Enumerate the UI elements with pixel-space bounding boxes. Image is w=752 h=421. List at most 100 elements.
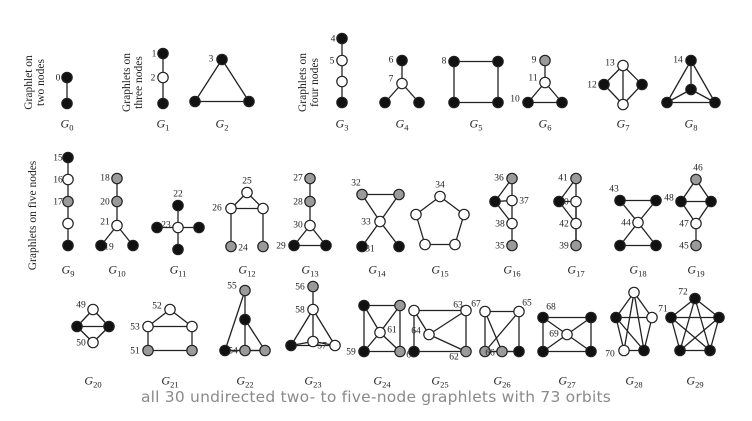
graph-node xyxy=(257,202,269,215)
graph-node xyxy=(704,344,716,357)
graph-node xyxy=(358,345,370,358)
graphlet-label: G0 xyxy=(61,117,74,133)
graph-node xyxy=(320,239,332,252)
graph-node xyxy=(685,54,697,67)
orbit-label: 62 xyxy=(449,353,459,363)
graphlet-label: G21 xyxy=(161,374,178,390)
graph-node xyxy=(336,96,348,109)
graph-node xyxy=(448,55,460,68)
orbit-label: 57 xyxy=(317,342,327,352)
graph-node xyxy=(458,208,470,221)
graphlet-label: G3 xyxy=(336,117,349,133)
graph-node xyxy=(408,304,420,317)
graph-node xyxy=(111,219,123,232)
graph-node xyxy=(617,59,629,72)
graph-node xyxy=(127,239,139,252)
graph-node xyxy=(419,238,431,251)
graph-edge xyxy=(194,59,223,102)
graph-node xyxy=(307,303,319,316)
graph-node xyxy=(151,221,163,234)
graph-node xyxy=(460,304,472,317)
graph-node xyxy=(585,311,597,324)
graph-edge xyxy=(221,59,250,102)
graph-node xyxy=(434,190,446,203)
graphlet-label: G18 xyxy=(629,263,646,279)
orbit-label: 8 xyxy=(442,57,447,67)
graph-node xyxy=(356,188,368,201)
graphlet-label: G7 xyxy=(617,117,630,133)
graph-node xyxy=(157,47,169,60)
graph-node xyxy=(449,238,461,251)
orbit-label: 10 xyxy=(510,95,520,105)
graph-node xyxy=(336,32,348,45)
graph-edge xyxy=(224,290,246,351)
graph-node xyxy=(638,344,650,357)
graph-node xyxy=(674,344,686,357)
graphlet-label: G10 xyxy=(108,263,125,279)
orbit-label: 52 xyxy=(152,302,162,312)
graph-node xyxy=(157,71,169,84)
graphlet-label: G26 xyxy=(493,374,510,390)
graph-node xyxy=(62,217,74,230)
graph-node xyxy=(142,344,154,357)
orbit-label: 53 xyxy=(130,323,140,333)
graph-node xyxy=(614,239,626,252)
graph-node xyxy=(394,345,406,358)
graph-node xyxy=(239,344,251,357)
orbit-label: 72 xyxy=(678,288,688,298)
row-label-line: Graphlets on xyxy=(297,53,309,112)
orbit-label: 41 xyxy=(558,174,568,184)
graph-node xyxy=(561,328,573,341)
orbit-label: 12 xyxy=(587,81,597,91)
graph-edge xyxy=(679,298,696,351)
orbit-label: 21 xyxy=(100,218,110,228)
graph-node xyxy=(675,195,687,208)
graph-node xyxy=(241,186,253,199)
orbit-label: 9 xyxy=(532,56,537,66)
graph-node xyxy=(685,83,697,96)
graph-edge xyxy=(670,317,711,351)
graphlet-label: G5 xyxy=(470,117,483,133)
graph-node xyxy=(479,305,491,318)
graph-node xyxy=(243,95,255,108)
graphlet-G0: 0G0 xyxy=(56,71,74,133)
graph-node xyxy=(513,305,525,318)
orbit-label: 55 xyxy=(227,282,237,292)
graphlet-label: G11 xyxy=(170,263,187,279)
orbit-label: 30 xyxy=(293,221,303,231)
orbit-label: 69 xyxy=(549,330,559,340)
graph-edge xyxy=(428,309,467,336)
orbit-label: 25 xyxy=(242,177,252,187)
graph-edge xyxy=(244,319,266,351)
graph-node xyxy=(172,221,184,234)
orbit-label: 70 xyxy=(605,350,615,360)
graph-node xyxy=(257,240,269,253)
graph-node xyxy=(489,195,501,208)
graphlet-label: G1 xyxy=(157,117,170,133)
graph-node xyxy=(304,195,316,208)
graph-node xyxy=(570,172,582,185)
graph-node xyxy=(513,345,525,358)
orbit-label: 35 xyxy=(495,242,505,252)
graph-node xyxy=(610,311,622,324)
graph-node xyxy=(705,195,717,208)
graph-node xyxy=(413,96,425,109)
graph-node xyxy=(617,98,629,111)
orbit-label: 33 xyxy=(361,218,371,228)
graph-node xyxy=(304,219,316,232)
graph-node xyxy=(358,299,370,312)
graph-node xyxy=(288,239,300,252)
orbit-label: 58 xyxy=(295,306,305,316)
orbit-label: 64 xyxy=(411,327,421,337)
graphlet-label: G4 xyxy=(396,117,410,133)
orbit-label: 47 xyxy=(679,220,689,230)
